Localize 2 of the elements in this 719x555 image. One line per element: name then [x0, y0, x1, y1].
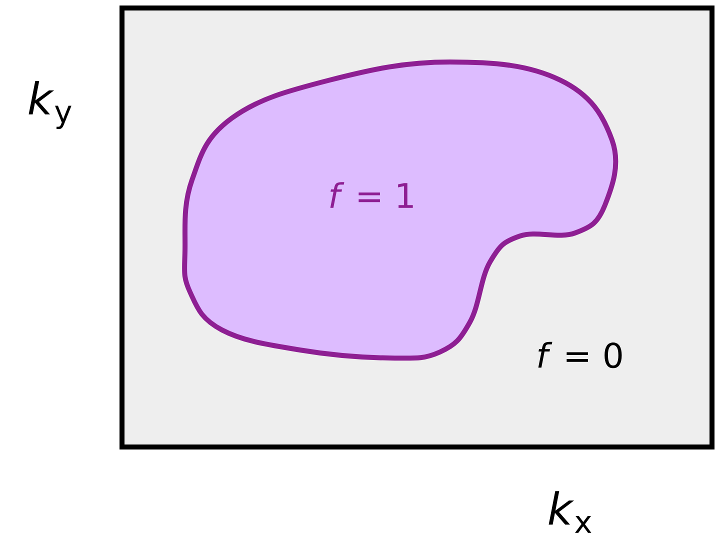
axis-label: k$_{y}$: [28, 80, 72, 130]
axis-label: k$_{x}$: [548, 491, 592, 533]
